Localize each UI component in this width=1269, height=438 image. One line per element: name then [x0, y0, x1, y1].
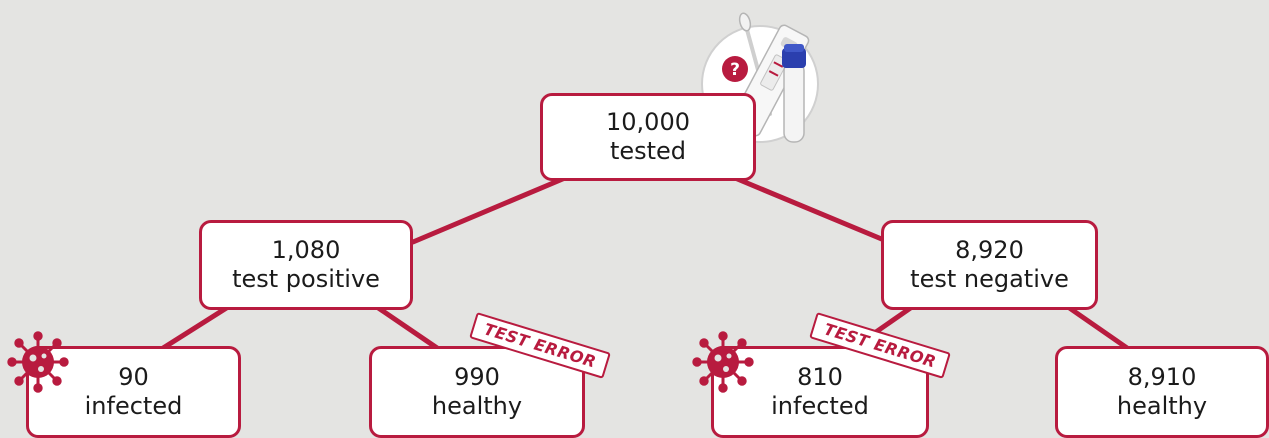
node-label: healthy [1116, 392, 1208, 420]
node-count: 10,000 [606, 108, 690, 136]
virus-icon [692, 331, 754, 393]
node-count: 1,080 [271, 236, 341, 264]
node-count: 8,920 [955, 236, 1024, 264]
edge-positive-healthy [374, 304, 443, 353]
node-count: 8,910 [1127, 363, 1197, 391]
edge-positive-infected [157, 304, 231, 353]
node-count: 90 [118, 363, 149, 391]
node-tested: 10,000 tested [540, 93, 756, 181]
edge-root-negative [732, 175, 887, 243]
question-mark-icon: ? [722, 56, 748, 82]
node-count: 810 [797, 363, 843, 391]
node-negative-healthy: 8,910 healthy [1055, 346, 1269, 438]
node-count: 990 [454, 363, 500, 391]
node-test-negative: 8,920 test negative [881, 220, 1098, 310]
virus-icon [7, 331, 69, 393]
node-label: infected [84, 392, 183, 420]
node-label: test positive [232, 265, 380, 293]
node-label: healthy [431, 392, 523, 420]
node-test-positive: 1,080 test positive [199, 220, 413, 310]
node-positive-healthy: 990 healthy [369, 346, 585, 438]
edge-negative-healthy [1065, 304, 1133, 353]
node-label: tested [609, 137, 687, 165]
covid-test-kit-icon: ? [701, 12, 819, 143]
node-label: test negative [910, 265, 1069, 293]
node-label: infected [771, 392, 869, 420]
svg-text:?: ? [730, 60, 740, 80]
edge-root-positive [410, 175, 568, 245]
